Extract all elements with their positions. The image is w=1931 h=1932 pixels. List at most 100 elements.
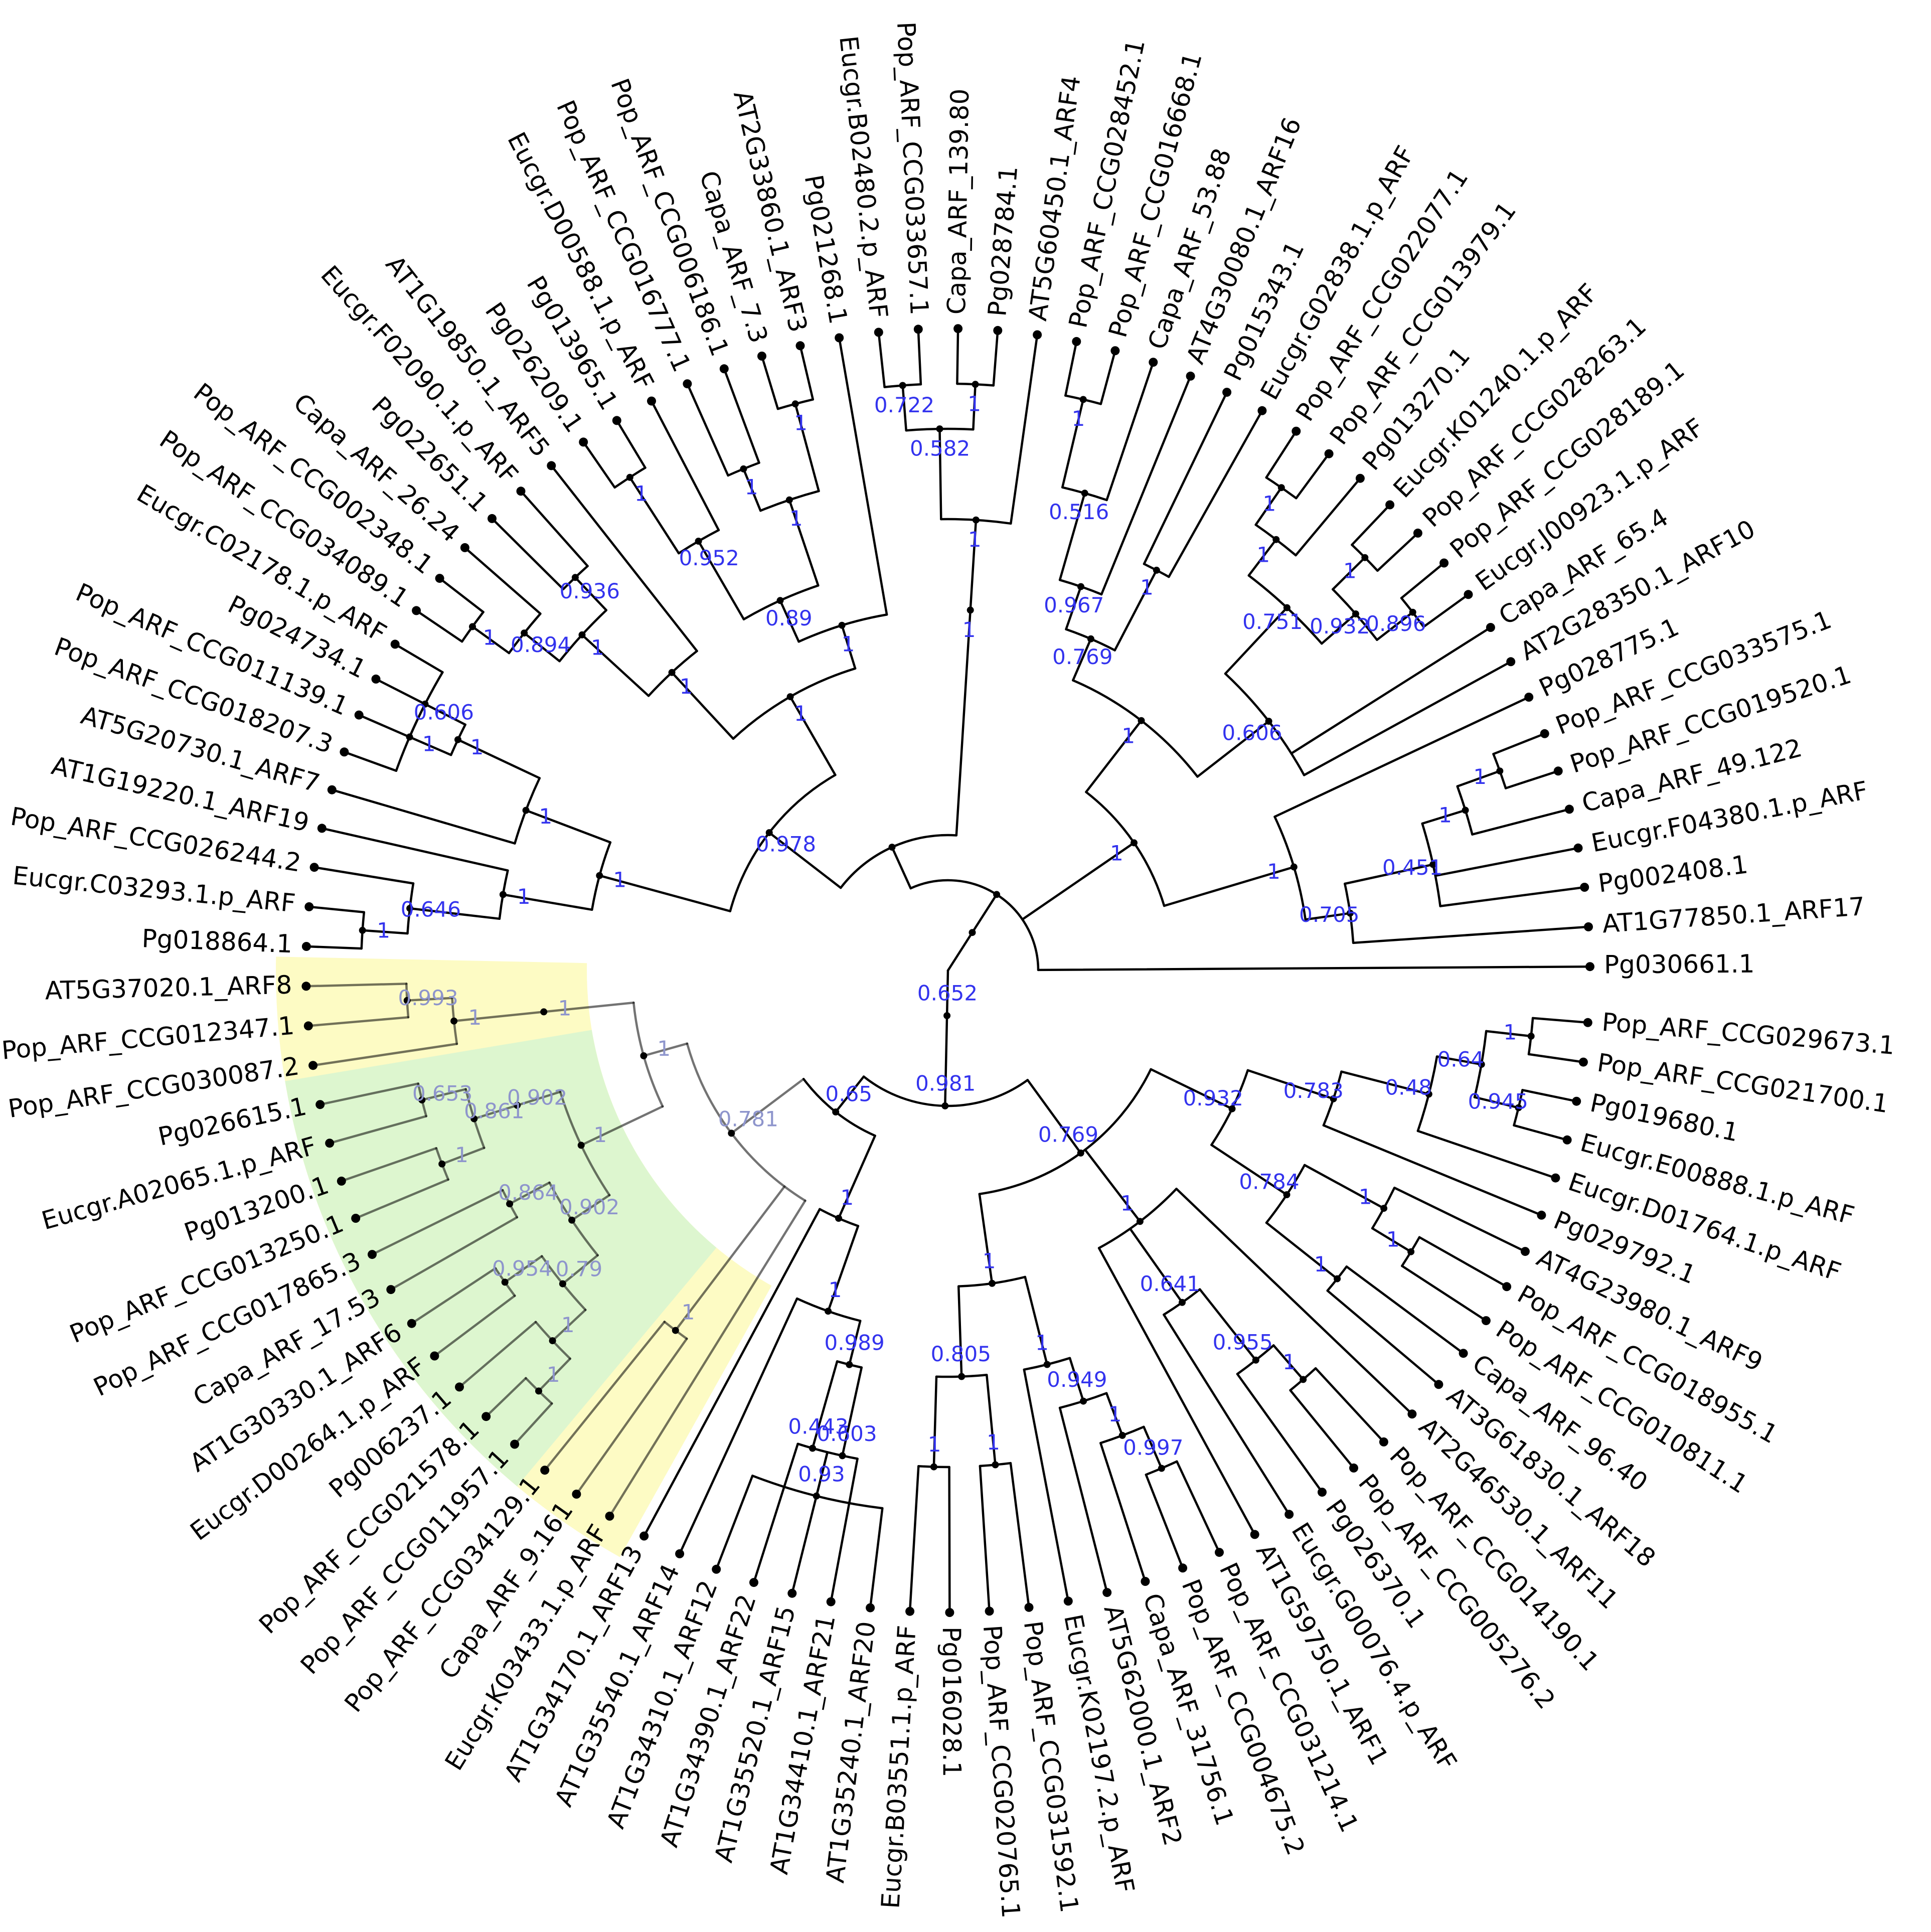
node-marker (1077, 1149, 1084, 1157)
support-value: 1 (1438, 802, 1452, 827)
support-value: 0.722 (874, 393, 934, 417)
tip-marker (325, 1139, 335, 1148)
node-marker (578, 631, 586, 638)
tip-marker (719, 364, 729, 374)
branch-segment (1340, 1070, 1430, 1095)
tip-marker (1481, 1316, 1491, 1326)
branch-segment (1326, 1290, 1440, 1386)
branch-segment (456, 738, 541, 779)
branch-segment (598, 874, 732, 912)
branch-segment (650, 400, 720, 532)
tip-marker (1072, 337, 1081, 346)
branch-segment (978, 1193, 994, 1285)
support-value: 1 (1386, 1227, 1400, 1251)
branch-segment (971, 893, 998, 934)
node-marker (1283, 1191, 1291, 1198)
branch-segment (1303, 1164, 1385, 1210)
tip-marker (308, 1061, 318, 1070)
tip-marker (516, 487, 526, 496)
branch-segment (581, 633, 650, 697)
branch-segment (1064, 340, 1078, 397)
tip-marker (1439, 558, 1449, 568)
support-value: 1 (962, 617, 976, 642)
branch-segment (1058, 492, 1086, 581)
support-value: 1 (968, 527, 982, 552)
branch-segment (992, 329, 999, 387)
tip-marker (1149, 358, 1158, 367)
tip-marker (1318, 1488, 1327, 1497)
branch-segment (406, 997, 453, 1002)
branch-segment (1345, 1265, 1465, 1355)
support-value: 1 (657, 1036, 671, 1061)
node-marker (1346, 909, 1354, 917)
support-value: 1 (1120, 1191, 1134, 1216)
node-marker (791, 400, 799, 408)
tip-marker (647, 396, 656, 406)
tip-marker (547, 461, 556, 470)
branch-segment (525, 809, 612, 844)
tip-marker (309, 863, 319, 872)
branch-segment (1295, 477, 1362, 557)
node-marker (993, 891, 1001, 898)
branch-segment (1196, 720, 1270, 778)
support-value: 1 (634, 481, 648, 506)
branch-segment (1418, 1236, 1508, 1288)
node-marker (989, 1279, 996, 1287)
support-value: 0.861 (464, 1099, 524, 1123)
tip-marker (639, 1531, 649, 1541)
support-value: 0.894 (511, 632, 571, 657)
support-value: 1 (1072, 406, 1085, 431)
branch-segment (308, 905, 366, 914)
branch-segment (1393, 1186, 1527, 1253)
tip-marker (712, 1564, 721, 1574)
branch-segment (969, 519, 978, 611)
node-marker (888, 844, 896, 851)
tip-marker (1562, 1135, 1572, 1145)
support-value: 0.902 (559, 1195, 619, 1219)
branch-segment (1344, 863, 1434, 885)
branch-segment (318, 1082, 420, 1106)
branch-segment (642, 1042, 689, 1057)
support-value: 1 (829, 1277, 842, 1302)
support-value: 1 (1108, 1402, 1122, 1426)
branch-segment (615, 419, 647, 469)
branch-segment (328, 1115, 428, 1145)
support-value: 1 (928, 1432, 941, 1457)
branch-segment (1351, 504, 1391, 546)
branch-segment (1175, 1188, 1413, 1415)
tip-marker (953, 324, 963, 334)
tip-marker (1578, 1057, 1588, 1067)
tip-marker (1464, 590, 1473, 599)
branch-segment (1265, 1221, 1339, 1280)
support-value: 0.65 (826, 1082, 873, 1106)
tip-marker (304, 902, 314, 911)
leaf-label: AT1G77850.1_ARF17 (1601, 892, 1866, 939)
tip-marker (1215, 1548, 1224, 1557)
leaf-label: Capa_ARF_139.80 (942, 88, 975, 314)
support-value: 1 (422, 732, 436, 756)
tip-marker (390, 639, 400, 649)
branch-segment (945, 969, 949, 1017)
tip-marker (993, 326, 1003, 335)
branch-segment (508, 1181, 551, 1205)
branch-segment (1439, 886, 1586, 907)
support-value: 0.864 (498, 1180, 558, 1205)
support-value: 1 (539, 804, 553, 829)
tip-marker (1580, 883, 1589, 892)
branch-segment (742, 467, 762, 512)
support-value: 0.48 (1385, 1075, 1432, 1100)
support-value: 0.769 (1038, 1122, 1098, 1147)
branch-segment (841, 1366, 863, 1457)
branch-segment (1085, 719, 1143, 793)
tip-marker (430, 1351, 439, 1361)
tip-marker (327, 785, 337, 794)
tip-marker (1520, 1247, 1530, 1256)
tip-marker (913, 325, 923, 334)
node-marker (421, 700, 429, 708)
tip-marker (301, 942, 311, 951)
branch-segment (838, 337, 888, 616)
node-marker (640, 1052, 648, 1059)
branch-segment (1023, 1368, 1070, 1602)
support-value: 0.955 (1213, 1330, 1273, 1354)
tip-marker (1540, 729, 1549, 738)
